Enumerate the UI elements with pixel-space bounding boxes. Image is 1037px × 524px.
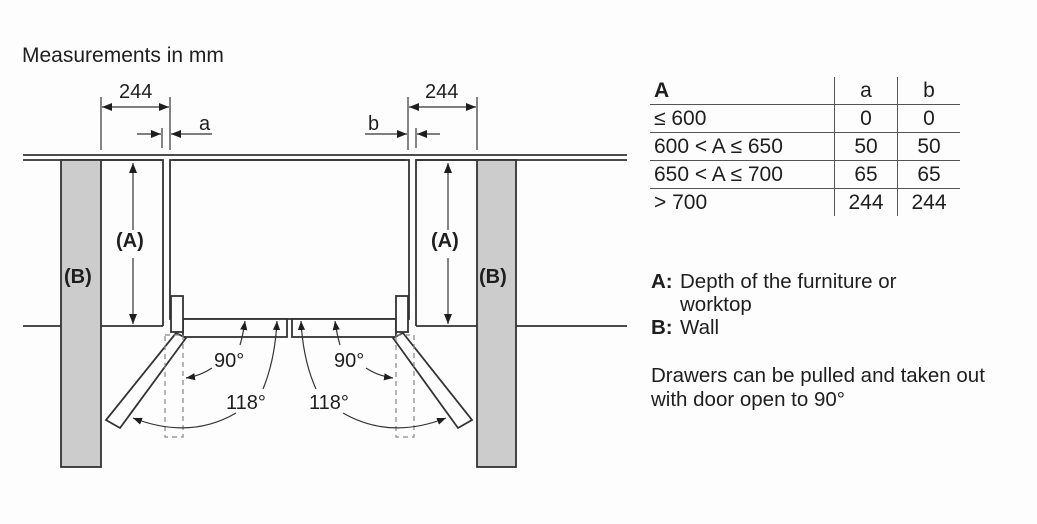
angle-118-right: 118° — [309, 392, 349, 414]
drawer-arrows — [239, 320, 341, 390]
drawer-right — [291, 318, 397, 338]
legend-item-b: B: Wall — [651, 316, 897, 339]
table-cell-range: 650 < A ≤ 700 — [650, 160, 835, 189]
legend-text-a: Depth of the furniture or worktop — [680, 270, 897, 316]
legend-text-b: Wall — [680, 316, 720, 339]
depth-label-right: (A) — [431, 230, 459, 252]
dimension-label-left: 244 — [119, 81, 152, 103]
furniture-right — [415, 159, 477, 326]
gap-label-a: a — [199, 113, 211, 135]
clearance-table: A a b ≤ 600 0 0 600 < A ≤ 650 50 50 650 … — [650, 77, 960, 216]
legend-item-a: A: Depth of the furniture or worktop — [651, 270, 897, 316]
table-row: 650 < A ≤ 700 65 65 — [650, 160, 960, 189]
wall-label-right: (B) — [479, 266, 507, 288]
table-cell-a: 244 — [834, 188, 898, 216]
door-left-90-dashed — [164, 334, 184, 438]
table-header-row: A a b — [650, 77, 960, 105]
table-header-gap-b: b — [897, 77, 960, 105]
angle-90-right: 90° — [334, 350, 364, 372]
table-cell-b: 244 — [897, 188, 960, 216]
table-header-a-depth: A — [654, 79, 670, 102]
table-row: > 700 244 244 — [650, 188, 960, 216]
table-cell-b: 0 — [897, 104, 960, 133]
page-title: Measurements in mm — [22, 44, 224, 67]
gap-label-b: b — [368, 113, 379, 135]
angle-90-left: 90° — [214, 350, 244, 372]
wall-right — [476, 159, 517, 468]
table-cell-a: 65 — [834, 160, 898, 189]
door-right-90-dashed — [395, 334, 415, 438]
hinge-left — [170, 295, 184, 333]
table-cell-range: > 700 — [650, 188, 835, 216]
furniture-left — [101, 159, 164, 326]
table-cell-a: 0 — [834, 104, 898, 133]
dimension-244-right — [365, 97, 478, 150]
hinge-right — [395, 295, 409, 333]
swing-arcs — [132, 367, 447, 429]
legend-key-a: A: — [651, 270, 673, 293]
dimension-244-left — [100, 97, 212, 150]
table-cell-b: 65 — [897, 160, 960, 189]
door-left-open — [104, 331, 188, 430]
depth-label-left: (A) — [116, 230, 144, 252]
appliance-body — [169, 159, 410, 320]
legend-key-b: B: — [651, 316, 673, 339]
door-right-open — [391, 331, 474, 430]
legend-text-a-line2: worktop — [680, 293, 752, 316]
dimension-label-right: 244 — [425, 81, 458, 103]
wall-label-left: (B) — [64, 266, 92, 288]
drawer-left — [182, 318, 288, 338]
table-cell-a: 50 — [834, 132, 898, 161]
angle-118-left: 118° — [226, 392, 266, 414]
table-cell-range: 600 < A ≤ 650 — [650, 132, 835, 161]
table-row: 600 < A ≤ 650 50 50 — [650, 132, 960, 161]
wall-left — [60, 159, 102, 468]
legend: A: Depth of the furniture or worktop B: … — [651, 270, 897, 339]
table-header-gap-a: a — [834, 77, 898, 105]
table-row: ≤ 600 0 0 — [650, 104, 960, 133]
table-cell-range: ≤ 600 — [650, 104, 835, 133]
table-cell-b: 50 — [897, 132, 960, 161]
drawer-note: Drawers can be pulled and taken out with… — [651, 364, 985, 411]
legend-text-a-line1: Depth of the furniture or — [680, 270, 897, 293]
